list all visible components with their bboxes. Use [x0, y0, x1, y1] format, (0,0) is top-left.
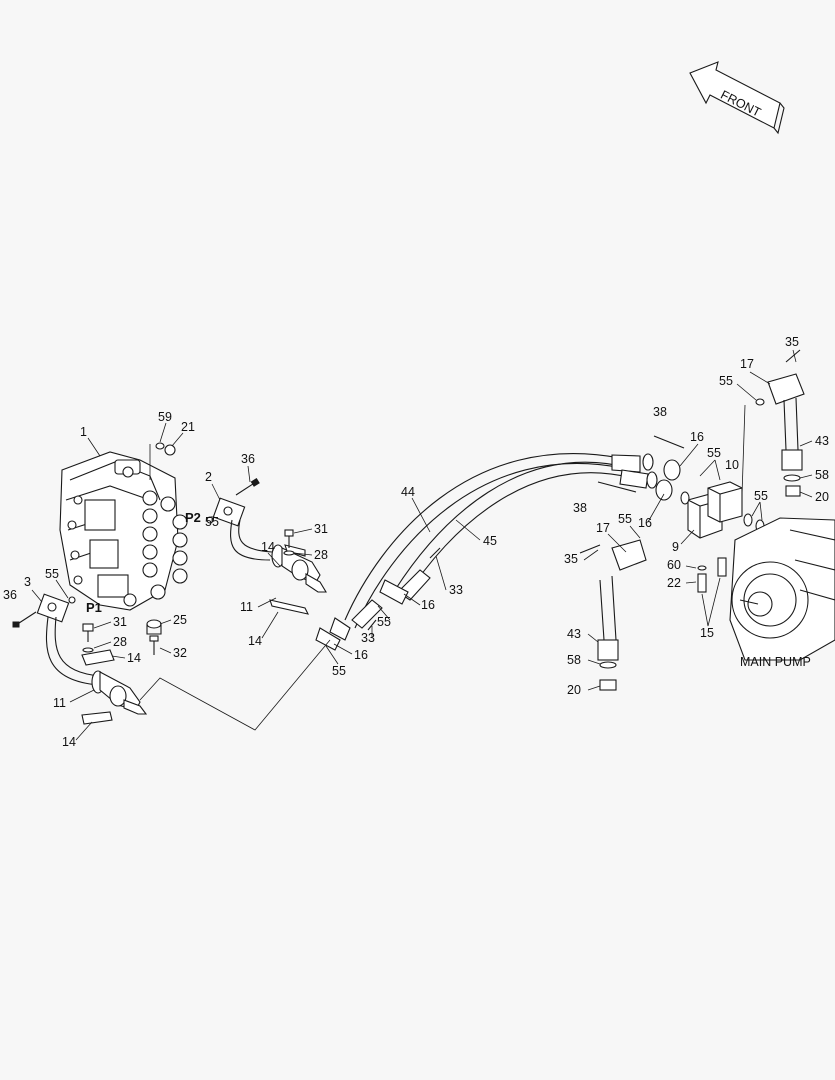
pipe-3-assembly — [12, 593, 162, 725]
callout-55: 55 — [618, 512, 632, 526]
callout-15: 15 — [700, 626, 714, 640]
callout-55: 55 — [45, 567, 59, 581]
pipe-2-assembly — [206, 478, 327, 615]
callout-14: 14 — [261, 540, 275, 554]
callout-32: 32 — [173, 646, 187, 660]
control-valve-assembly — [59, 442, 188, 611]
callout-2: 2 — [205, 470, 212, 484]
elbow-hose-upper — [741, 349, 805, 497]
callout-16: 16 — [421, 598, 435, 612]
callout-58: 58 — [567, 653, 581, 667]
leader-lines — [31, 349, 813, 741]
port-p2-label: P2 — [185, 510, 201, 525]
callout-35: 35 — [785, 335, 799, 349]
callout-59: 59 — [158, 410, 172, 424]
port-p1-label: P1 — [86, 600, 102, 615]
adapter-blocks-9-10 — [680, 481, 765, 593]
callout-28: 28 — [314, 548, 328, 562]
callout-55: 55 — [707, 446, 721, 460]
callout-21: 21 — [181, 420, 195, 434]
callout-43: 43 — [815, 434, 829, 448]
callouts: 1 59 21 2 36 55 31 28 14 11 14 3 36 55 3… — [3, 335, 829, 749]
callout-31: 31 — [314, 522, 328, 536]
callout-55: 55 — [332, 664, 346, 678]
callout-38: 38 — [573, 501, 587, 515]
callout-38: 38 — [653, 405, 667, 419]
o-ring-59 — [155, 442, 165, 450]
front-direction-arrow: FRONT — [689, 61, 785, 135]
plug-21 — [164, 444, 176, 456]
callout-11: 11 — [240, 600, 253, 614]
callout-14: 14 — [62, 735, 76, 749]
callout-25: 25 — [173, 613, 187, 627]
callout-1: 1 — [80, 425, 87, 439]
callout-16: 16 — [354, 648, 368, 662]
callout-35: 35 — [564, 552, 578, 566]
callout-9: 9 — [672, 540, 679, 554]
callout-45: 45 — [483, 534, 497, 548]
callout-33: 33 — [449, 583, 463, 597]
hoses-44-45 — [139, 435, 685, 731]
callout-55: 55 — [719, 374, 733, 388]
callout-36: 36 — [241, 452, 255, 466]
callout-20: 20 — [567, 683, 581, 697]
callout-28: 28 — [113, 635, 127, 649]
callout-17: 17 — [740, 357, 754, 371]
callout-43: 43 — [567, 627, 581, 641]
callout-11: 11 — [53, 696, 66, 710]
callout-33: 33 — [361, 631, 375, 645]
callout-14: 14 — [127, 651, 141, 665]
callout-14: 14 — [248, 634, 262, 648]
callout-60: 60 — [667, 558, 681, 572]
main-pump: MAIN PUMP — [729, 517, 835, 669]
callout-36: 36 — [3, 588, 17, 602]
callout-58: 58 — [815, 468, 829, 482]
callout-44: 44 — [401, 485, 415, 499]
callout-20: 20 — [815, 490, 829, 504]
elbow-hose-lower — [579, 539, 647, 691]
callout-3: 3 — [24, 575, 31, 589]
callout-22: 22 — [667, 576, 681, 590]
callout-55: 55 — [754, 489, 768, 503]
callout-10: 10 — [725, 458, 739, 472]
callout-31: 31 — [113, 615, 127, 629]
main-pump-caption: MAIN PUMP — [740, 655, 811, 669]
callout-16: 16 — [638, 516, 652, 530]
callout-17: 17 — [596, 521, 610, 535]
callout-55: 55 — [377, 615, 391, 629]
callout-16: 16 — [690, 430, 704, 444]
